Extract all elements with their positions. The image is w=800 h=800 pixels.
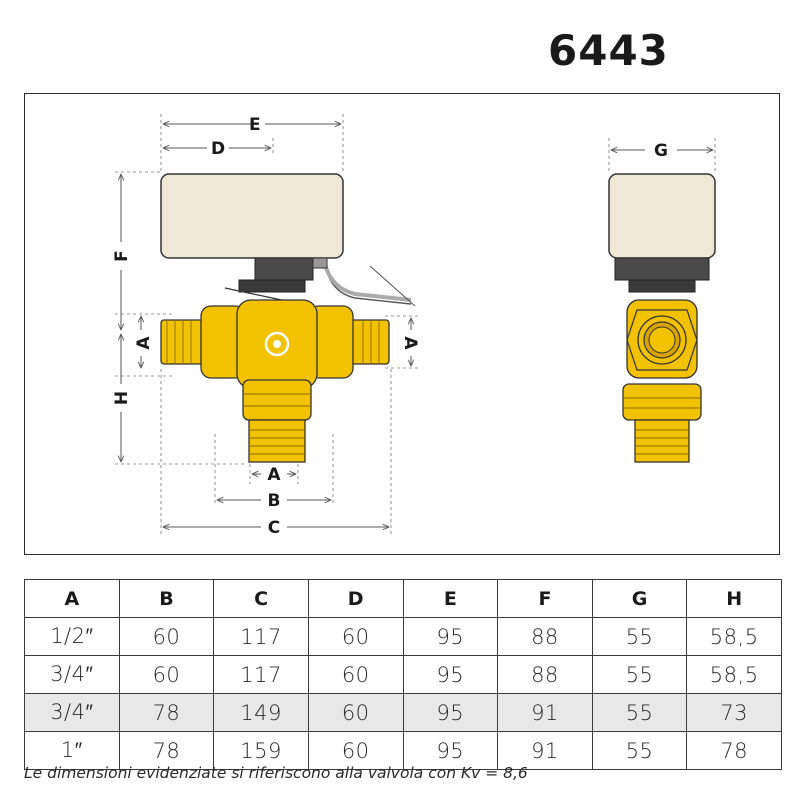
cell: 58,5	[686, 617, 782, 656]
cell: 91	[497, 731, 593, 770]
side-view: G	[608, 138, 716, 463]
table-row: 3/4″ 60 117 60 95 88 55 58,5	[24, 655, 782, 694]
brand-logo-icon	[264, 331, 290, 357]
label-G: G	[654, 141, 668, 161]
cell: 78	[118, 693, 215, 732]
header-B: B	[118, 579, 215, 618]
cell: 55	[591, 693, 688, 732]
table-row-highlighted: 3/4″ 78 149 60 95 91 55 73	[24, 693, 782, 732]
cell: 95	[402, 617, 499, 656]
header-C: C	[213, 579, 309, 618]
label-A-right: A	[400, 336, 420, 350]
cell: 55	[591, 655, 688, 694]
cell: 1/2″	[24, 617, 120, 656]
cell: 60	[307, 731, 404, 770]
cell: 88	[497, 655, 593, 694]
cell: 3/4″	[24, 655, 120, 694]
label-H: H	[112, 391, 132, 405]
cell: 60	[307, 655, 404, 694]
label-F: F	[112, 250, 132, 262]
cell: 60	[118, 617, 215, 656]
cell: 58,5	[686, 655, 782, 694]
header-E: E	[402, 579, 499, 618]
cell: 149	[213, 693, 309, 732]
table-row: 1″ 78 159 60 95 91 55 78	[24, 731, 782, 770]
cell: 117	[213, 617, 309, 656]
table-row: 1/2″ 60 117 60 95 88 55 58,5	[24, 617, 782, 656]
cell: 91	[497, 693, 593, 732]
cell: 1″	[24, 731, 120, 770]
cell: 60	[118, 655, 215, 694]
technical-drawing: E D F H A A A B C	[24, 93, 780, 555]
product-code: 6443	[548, 26, 669, 75]
cell: 55	[591, 617, 688, 656]
actuator-body	[160, 173, 344, 259]
cell: 88	[497, 617, 593, 656]
cell: 95	[402, 655, 499, 694]
footnote: Le dimensioni evidenziate si riferiscono…	[24, 764, 528, 782]
cell: 73	[686, 693, 782, 732]
header-G: G	[591, 579, 688, 618]
cell: 60	[307, 617, 404, 656]
label-B: B	[268, 491, 281, 511]
header-D: D	[307, 579, 404, 618]
dimensions-table: A B C D E F G H 1/2″ 60 117 60 95 88 55 …	[24, 579, 782, 770]
cell: 117	[213, 655, 309, 694]
cell: 95	[402, 731, 499, 770]
header-A: A	[24, 579, 120, 618]
drawing-svg: E D F H A A A B C	[112, 114, 716, 538]
cell: 55	[591, 731, 688, 770]
label-A-bottom: A	[267, 465, 281, 485]
cell: 159	[213, 731, 309, 770]
cell: 78	[686, 731, 782, 770]
cell: 60	[307, 693, 404, 732]
label-A-left: A	[134, 336, 154, 350]
cell: 95	[402, 693, 499, 732]
label-D: D	[211, 139, 225, 159]
front-view: E D F H A A A B C	[112, 114, 420, 538]
header-H: H	[686, 579, 782, 618]
cell: 3/4″	[24, 693, 120, 732]
label-C: C	[268, 518, 280, 538]
table-header-row: A B C D E F G H	[24, 579, 782, 618]
label-E: E	[249, 115, 261, 135]
header-F: F	[497, 579, 593, 618]
cell: 78	[118, 731, 215, 770]
